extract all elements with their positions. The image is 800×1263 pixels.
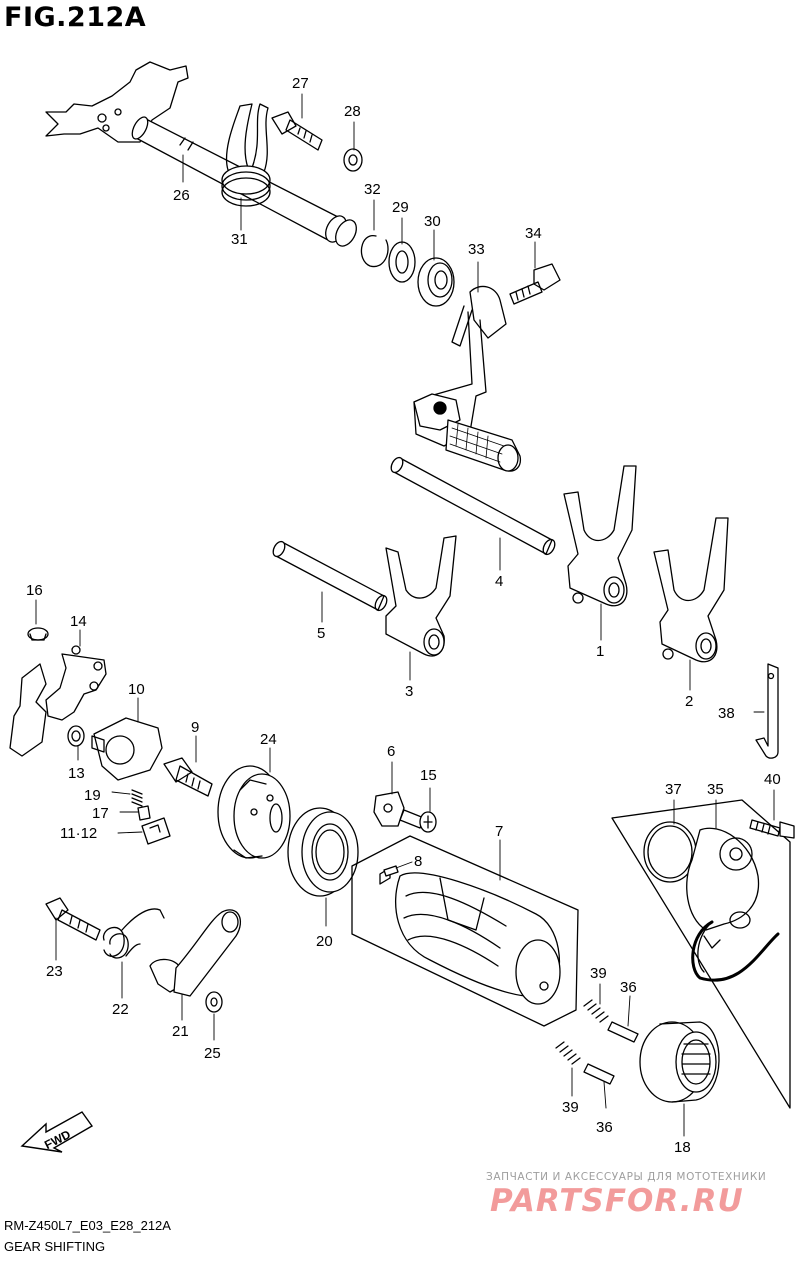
gear-position-sensor-35-part[interactable] (686, 827, 780, 982)
pin-36a-part[interactable] (607, 1021, 639, 1043)
callout-17[interactable]: 17 (92, 805, 109, 822)
callout-27[interactable]: 27 (292, 75, 309, 92)
callout-6[interactable]: 6 (387, 743, 395, 760)
stopper-plate-14-part[interactable] (9, 645, 107, 757)
callout-37[interactable]: 37 (665, 781, 682, 798)
shift-fork-3-part[interactable] (385, 535, 457, 657)
plate-11-12-part[interactable] (141, 817, 171, 845)
callout-10[interactable]: 10 (128, 681, 145, 698)
callout-25[interactable]: 25 (204, 1045, 221, 1062)
gearshift-shaft-part[interactable] (45, 61, 361, 250)
bolt-23-part[interactable] (45, 897, 101, 941)
screw-16-part[interactable] (27, 627, 49, 641)
spring-39b-part[interactable] (555, 1041, 581, 1065)
callout-31[interactable]: 31 (231, 231, 248, 248)
fork-shaft-5-part[interactable] (271, 540, 389, 613)
leader-lines (35, 93, 775, 1137)
callout-23[interactable]: 23 (46, 963, 63, 980)
shift-lever-33-part[interactable] (413, 285, 522, 472)
callout-13[interactable]: 13 (68, 765, 85, 782)
shift-fork-2-part[interactable] (653, 517, 729, 663)
sensor-group-box (611, 799, 791, 1109)
callout-36-upper[interactable]: 36 (620, 979, 637, 996)
callout-numbers: 27 28 26 31 32 29 30 33 34 4 5 3 1 2 16 … (26, 75, 781, 1156)
spring-19-part[interactable] (131, 789, 143, 807)
callout-15[interactable]: 15 (420, 767, 437, 784)
bearing-20-part[interactable] (287, 807, 359, 897)
washer-13-part[interactable] (67, 725, 85, 747)
circlip-32-part[interactable] (360, 235, 389, 268)
callout-19[interactable]: 19 (84, 787, 101, 804)
callout-21[interactable]: 21 (172, 1023, 189, 1040)
drum-group-box (351, 835, 579, 1027)
callout-36-lower[interactable]: 36 (596, 1119, 613, 1136)
callout-39-upper[interactable]: 39 (590, 965, 607, 982)
callout-11-12[interactable]: 11·12 (60, 825, 97, 842)
clamp-38-part[interactable] (755, 663, 779, 759)
callout-20[interactable]: 20 (316, 933, 333, 950)
callout-32[interactable]: 32 (364, 181, 381, 198)
callout-2[interactable]: 2 (685, 693, 693, 710)
plate-6-part[interactable] (373, 791, 405, 827)
callout-39-lower[interactable]: 39 (562, 1099, 579, 1116)
callout-9[interactable]: 9 (191, 719, 199, 736)
washer-25-part[interactable] (205, 991, 223, 1013)
cam-plate-10-part[interactable] (91, 717, 163, 781)
watermark-logo: PARTSFOR.RU (490, 1183, 744, 1219)
needle-bearing-18-part[interactable] (639, 1021, 720, 1103)
return-spring-part[interactable] (221, 103, 271, 207)
callout-33[interactable]: 33 (468, 241, 485, 258)
callout-38[interactable]: 38 (718, 705, 735, 722)
callout-28[interactable]: 28 (344, 103, 361, 120)
callout-34[interactable]: 34 (525, 225, 542, 242)
screw-15-part[interactable] (399, 809, 437, 833)
gearshift-cam-7-part[interactable] (379, 867, 561, 1005)
figure-title: FIG.212A (4, 2, 147, 33)
callout-3[interactable]: 3 (405, 683, 413, 700)
washer-28-part[interactable] (343, 148, 363, 172)
callout-18[interactable]: 18 (674, 1139, 691, 1156)
callout-1[interactable]: 1 (596, 643, 604, 660)
fwd-arrow-icon: FWD (20, 1111, 94, 1153)
callout-16[interactable]: 16 (26, 582, 43, 599)
pin-17-part[interactable] (137, 805, 151, 821)
shift-fork-1-part[interactable] (563, 465, 637, 607)
callout-24[interactable]: 24 (260, 731, 277, 748)
callout-35[interactable]: 35 (707, 781, 724, 798)
callout-30[interactable]: 30 (424, 213, 441, 230)
spring-39a-part[interactable] (583, 999, 609, 1023)
diagram-code: RM-Z450L7_E03_E28_212A (4, 1218, 171, 1233)
callout-5[interactable]: 5 (317, 625, 325, 642)
washer-29-part[interactable] (388, 241, 416, 283)
callout-40[interactable]: 40 (764, 771, 781, 788)
callout-14[interactable]: 14 (70, 613, 87, 630)
watermark-tagline: ЗАПЧАСТИ И АКСЕССУАРЫ ДЛЯ МОТОТЕХНИКИ (486, 1171, 767, 1183)
pin-8-part[interactable] (383, 865, 399, 877)
spring-22-part[interactable] (102, 908, 165, 959)
diagram-subtitle: GEAR SHIFTING (4, 1239, 106, 1254)
callout-7[interactable]: 7 (495, 823, 503, 840)
bolt-27-part[interactable] (271, 111, 323, 151)
callout-8[interactable]: 8 (414, 853, 422, 870)
bolt-40-part[interactable] (749, 819, 795, 839)
callout-26[interactable]: 26 (173, 187, 190, 204)
pin-36b-part[interactable] (583, 1063, 615, 1085)
callout-22[interactable]: 22 (112, 1001, 129, 1018)
bolt-9-part[interactable] (163, 757, 213, 797)
oil-seal-30-part[interactable] (417, 257, 455, 307)
callout-29[interactable]: 29 (392, 199, 409, 216)
fork-shaft-4-part[interactable] (389, 456, 557, 557)
callout-4[interactable]: 4 (495, 573, 503, 590)
arm-21-part[interactable] (149, 909, 241, 997)
bolt-34-part[interactable] (509, 263, 561, 305)
gear-cam-24-part[interactable] (217, 765, 291, 859)
